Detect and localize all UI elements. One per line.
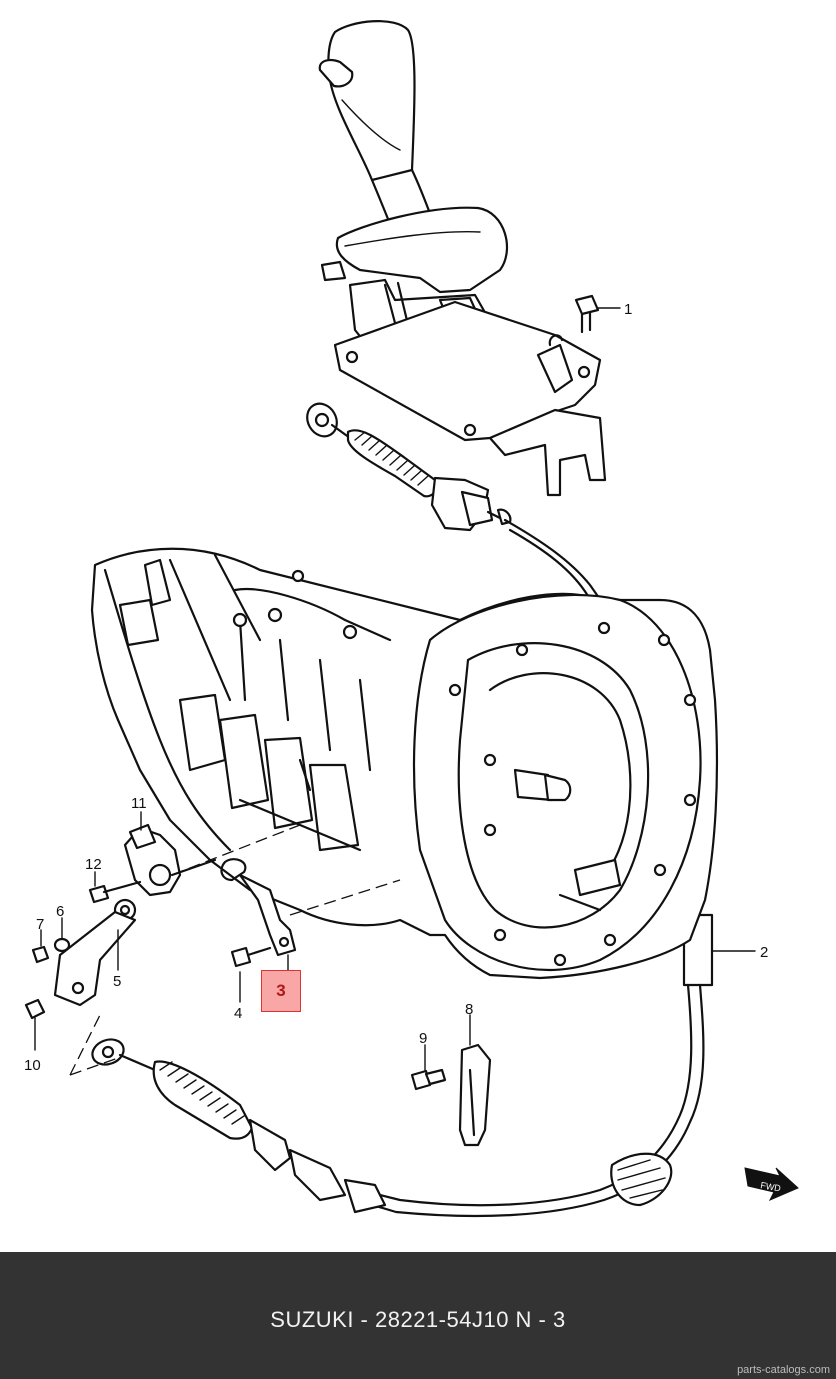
- transmission-case: [90, 547, 719, 980]
- label-part-3-highlighted[interactable]: 3: [261, 970, 301, 1012]
- exploded-view-drawing: FWD 1 2 4 5 6 7 8 9 10 11 12: [24, 20, 799, 1218]
- label-part-4[interactable]: 4: [234, 1005, 242, 1022]
- leader-line: [289, 879, 401, 916]
- parts-diagram: FWD 1 2 4 5 6 7 8 9 10 11 12 3: [24, 20, 799, 1218]
- part-9-bolt: [410, 1044, 447, 1091]
- part-4-bolt: [230, 946, 272, 1003]
- leader-line: [69, 1014, 119, 1076]
- label-part-2[interactable]: 2: [760, 944, 768, 961]
- part-7-nut: [31, 929, 50, 964]
- part-number-title: SUZUKI - 28221-54J10 N - 3: [270, 1307, 566, 1332]
- label-part-9[interactable]: 9: [419, 1030, 427, 1047]
- label-part-1[interactable]: 1: [624, 301, 632, 318]
- shift-lever-assembly: [318, 20, 607, 497]
- shift-cable-lower-end: [91, 1038, 387, 1214]
- part-3-cable-bracket: [220, 858, 297, 973]
- part-8-plate: [458, 1014, 492, 1147]
- label-part-12[interactable]: 12: [85, 856, 102, 873]
- part-10-nut: [24, 998, 46, 1051]
- label-part-11[interactable]: 11: [131, 795, 147, 812]
- label-part-10[interactable]: 10: [24, 1057, 41, 1074]
- svg-text:FWD: FWD: [760, 1180, 782, 1193]
- part-6-washer: [53, 917, 71, 953]
- label-part-6[interactable]: 6: [56, 903, 64, 920]
- part-1-bolt: [574, 294, 621, 334]
- footer-bar: SUZUKI - 28221-54J10 N - 3 parts-catalog…: [0, 1252, 836, 1379]
- front-direction-arrow-icon: FWD: [744, 1167, 799, 1201]
- label-part-5[interactable]: 5: [113, 973, 121, 990]
- label-part-8[interactable]: 8: [465, 1001, 473, 1018]
- part-5-selector-lever: [53, 898, 137, 1007]
- shift-cable-upper-end: [306, 402, 512, 532]
- watermark: parts-catalogs.com: [737, 1364, 830, 1376]
- part-12-bolt: [88, 871, 142, 904]
- label-part-7[interactable]: 7: [36, 916, 44, 933]
- part-11-inhibitor-switch: [123, 811, 217, 897]
